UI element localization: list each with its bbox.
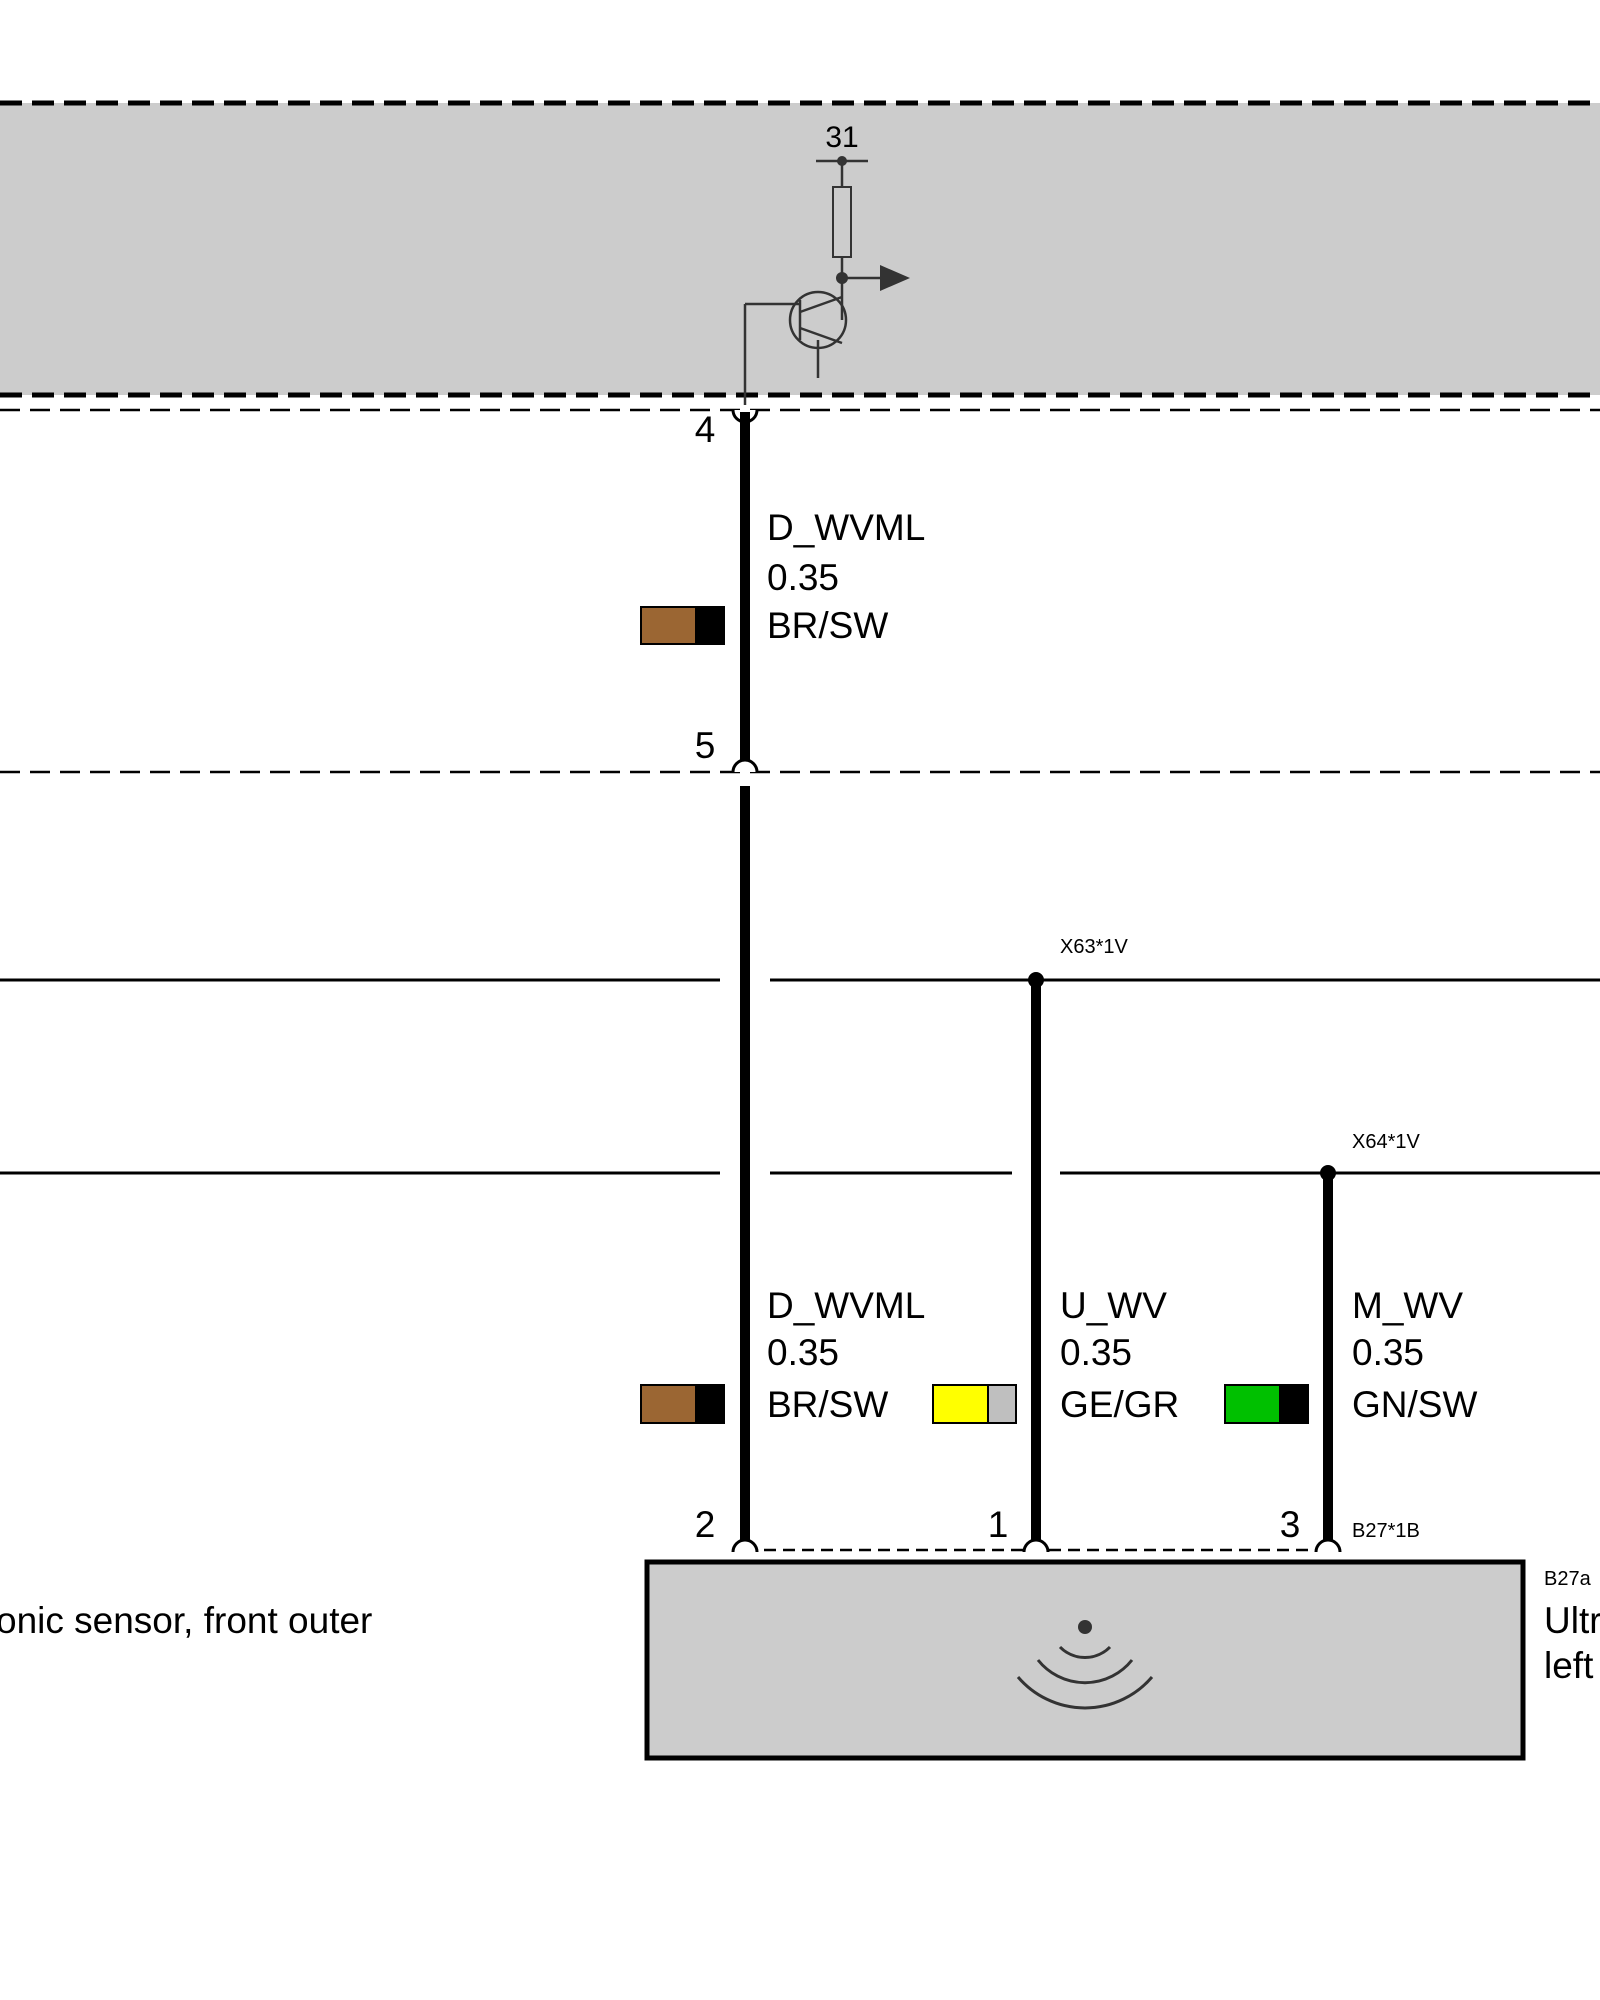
wire-color-swatch [932,1384,1017,1424]
wire-lower-u-gauge: 0.35 [1060,1332,1132,1373]
wire-lower-d-color-code: BR/SW [767,1384,888,1425]
wire-lower-m-color-code: GN/SW [1352,1384,1477,1425]
pin-3-label: 3 [1280,1504,1301,1545]
splice-x63 [1028,972,1044,988]
pin-1-connector [1022,1538,1050,1553]
pin-3-connector [1314,1538,1342,1553]
ultrasonic-sensor-box [644,1559,1526,1761]
wire-lower-u-color-code: GE/GR [1060,1384,1179,1425]
connector-b27-label: B27*1B [1352,1520,1420,1542]
wire-lower-m-gauge: 0.35 [1352,1332,1424,1373]
pin-5-label: 5 [695,725,716,766]
wire-upper-color-code: BR/SW [767,605,888,646]
wire-lower-d-signal: D_WVML [767,1285,925,1326]
component-id-label: B27a [1544,1568,1592,1590]
pin-5-connector [731,758,759,773]
wire-color-swatch [1224,1384,1309,1424]
wire-upper-signal: D_WVML [767,507,925,548]
transistor-circuit [743,159,880,405]
ground-terminal-label: 31 [825,121,858,154]
wire-lower-u-signal: U_WV [1060,1285,1167,1326]
component-label-left: onic sensor, front outer [0,1600,372,1641]
component-label-right-2: left [1544,1645,1594,1686]
control-unit-module [0,100,1600,398]
output-arrow-icon [880,265,910,291]
ground-node [836,156,848,284]
pin-2-label: 2 [695,1504,716,1545]
pin-1-label: 1 [988,1504,1009,1545]
wire-upper-gauge: 0.35 [767,557,839,598]
ultrasonic-wave-icon [1016,1620,1154,1710]
splice-x64 [1320,1165,1336,1181]
wire-color-swatch [640,1384,725,1424]
connector-x63-label: X63*1V [1060,936,1128,958]
pin-4-label: 4 [695,409,716,450]
wire-lower-d-gauge: 0.35 [767,1332,839,1373]
pin-2-connector [731,1538,759,1553]
wire-color-swatch [640,606,725,645]
component-label-right-1: Ultr [1544,1600,1600,1641]
wire-lower-m-signal: M_WV [1352,1285,1463,1326]
connector-x64-label: X64*1V [1352,1131,1420,1153]
